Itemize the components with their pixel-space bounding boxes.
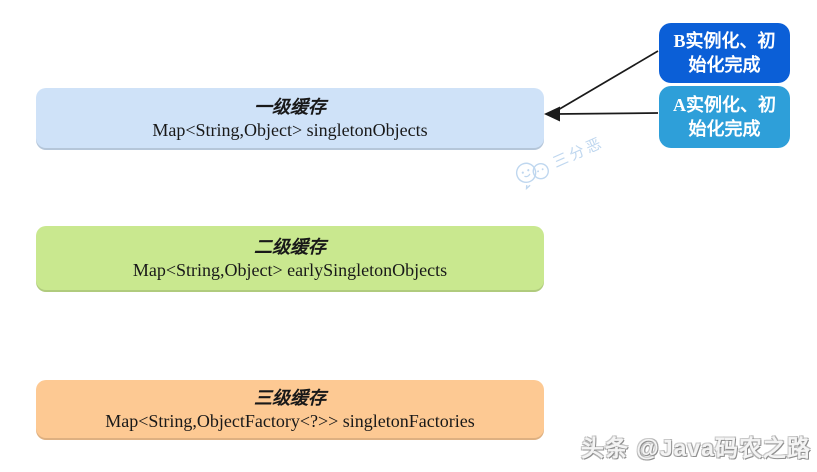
- cache-level2-title: 二级缓存: [254, 237, 326, 258]
- event-b-line2: 始化完成: [688, 55, 761, 75]
- event-a-box: A实例化、初 始化完成: [659, 86, 790, 148]
- footer-watermark: 头条 @Java码农之路: [581, 435, 811, 461]
- event-a-line1: A实例化、初: [673, 94, 776, 115]
- brand-watermark-text: 三分恶: [550, 134, 607, 172]
- cache-level3-code: Map<String,ObjectFactory<?>> singletonFa…: [105, 410, 475, 431]
- arrow-line-from-a: [555, 112, 659, 115]
- event-a-line2: 始化完成: [688, 119, 761, 139]
- cache-level1-code: Map<String,Object> singletonObjects: [152, 119, 428, 140]
- arrow-line-from-b: [556, 50, 659, 112]
- wechat-bubbles-icon: [515, 162, 549, 191]
- cache-level1-box: 一级缓存 Map<String,Object> singletonObjects: [36, 88, 544, 150]
- cache-level3-title: 三级缓存: [254, 388, 326, 409]
- cache-level3-box: 三级缓存 Map<String,ObjectFactory<?>> single…: [36, 380, 544, 440]
- brand-watermark: 三分恶: [511, 129, 609, 192]
- event-b-box: B实例化、初 始化完成: [659, 23, 790, 83]
- cache-level1-title: 一级缓存: [254, 97, 326, 118]
- cache-level2-box: 二级缓存 Map<String,Object> earlySingletonOb…: [36, 226, 544, 292]
- cache-level2-code: Map<String,Object> earlySingletonObjects: [132, 259, 448, 280]
- event-b-line1: B实例化、初: [673, 30, 776, 51]
- arrow-head: [544, 106, 560, 122]
